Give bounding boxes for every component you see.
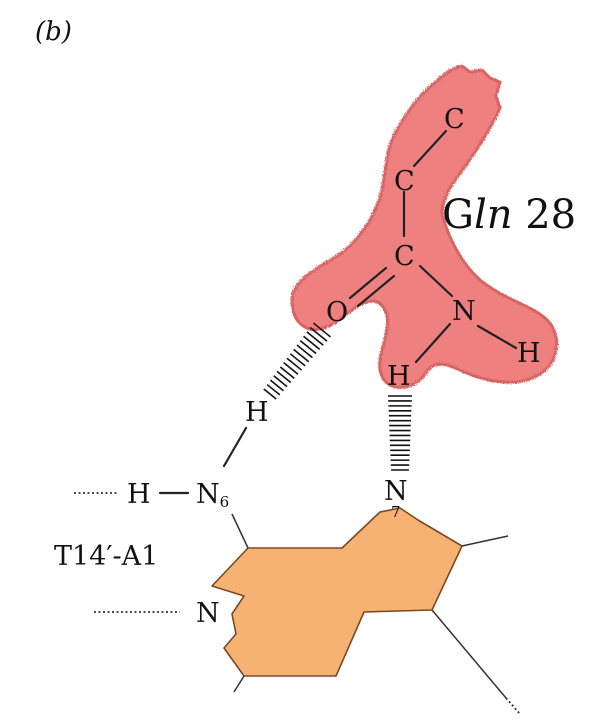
atom-c-mid: C — [394, 166, 415, 197]
hatch-stroke — [296, 344, 313, 359]
hatch-stroke — [303, 335, 321, 350]
hatch-stroke — [306, 331, 324, 346]
hatch-stroke — [293, 348, 310, 363]
adenine-base-shape — [211, 507, 463, 677]
bond-n-h-right — [476, 324, 518, 350]
atom-n7-subscript: 7 — [391, 503, 401, 521]
ring-stub-bottom — [233, 675, 245, 693]
atom-n-ring: N — [196, 598, 220, 629]
glutamine-side-chain-shape — [290, 64, 558, 389]
hydrogen-bond-o-h — [263, 322, 332, 400]
residue-label: Gln 28 — [442, 192, 576, 238]
atom-n-amide: N — [452, 296, 476, 327]
hatch-stroke — [263, 388, 277, 400]
sugar-bond-dotted — [505, 697, 521, 715]
hatch-stroke — [312, 322, 332, 338]
hatch-stroke — [309, 326, 328, 342]
atom-h-base: H — [245, 397, 269, 428]
atom-n7: N — [384, 476, 408, 507]
atom-n6: N6 — [196, 479, 229, 511]
atom-h-left: H — [127, 479, 151, 510]
bond-c-o-double-1 — [348, 266, 388, 300]
atom-c-low: C — [394, 241, 415, 272]
hatch-stroke — [273, 375, 288, 388]
methyl-stub — [461, 535, 509, 547]
hatch-stroke — [299, 340, 317, 355]
atom-o: O — [326, 297, 348, 328]
bond-c-top-c-mid — [412, 129, 448, 168]
hydrogen-bond-h-n7 — [388, 395, 412, 471]
hatch-stroke — [279, 366, 295, 379]
bond-c-n — [418, 264, 454, 298]
hatch-stroke — [283, 361, 299, 375]
hatch-stroke — [289, 353, 306, 367]
panel-label: (b) — [35, 17, 72, 47]
atom-c-top: C — [444, 104, 465, 135]
bond-n6-ring — [231, 513, 249, 549]
bond-c-o-double-2 — [356, 274, 396, 308]
atom-h-amide-down: H — [387, 361, 411, 392]
bond-n-h-down — [414, 322, 452, 364]
bond-h-n6 — [222, 426, 248, 468]
hatch-stroke — [269, 379, 284, 392]
hatch-stroke — [266, 383, 281, 396]
atom-h-amide-right: H — [517, 338, 541, 369]
sugar-bond — [431, 609, 507, 699]
hatch-stroke — [286, 357, 303, 371]
hatch-stroke — [276, 370, 292, 384]
base-pair-label: T14′-A1 — [54, 541, 158, 572]
